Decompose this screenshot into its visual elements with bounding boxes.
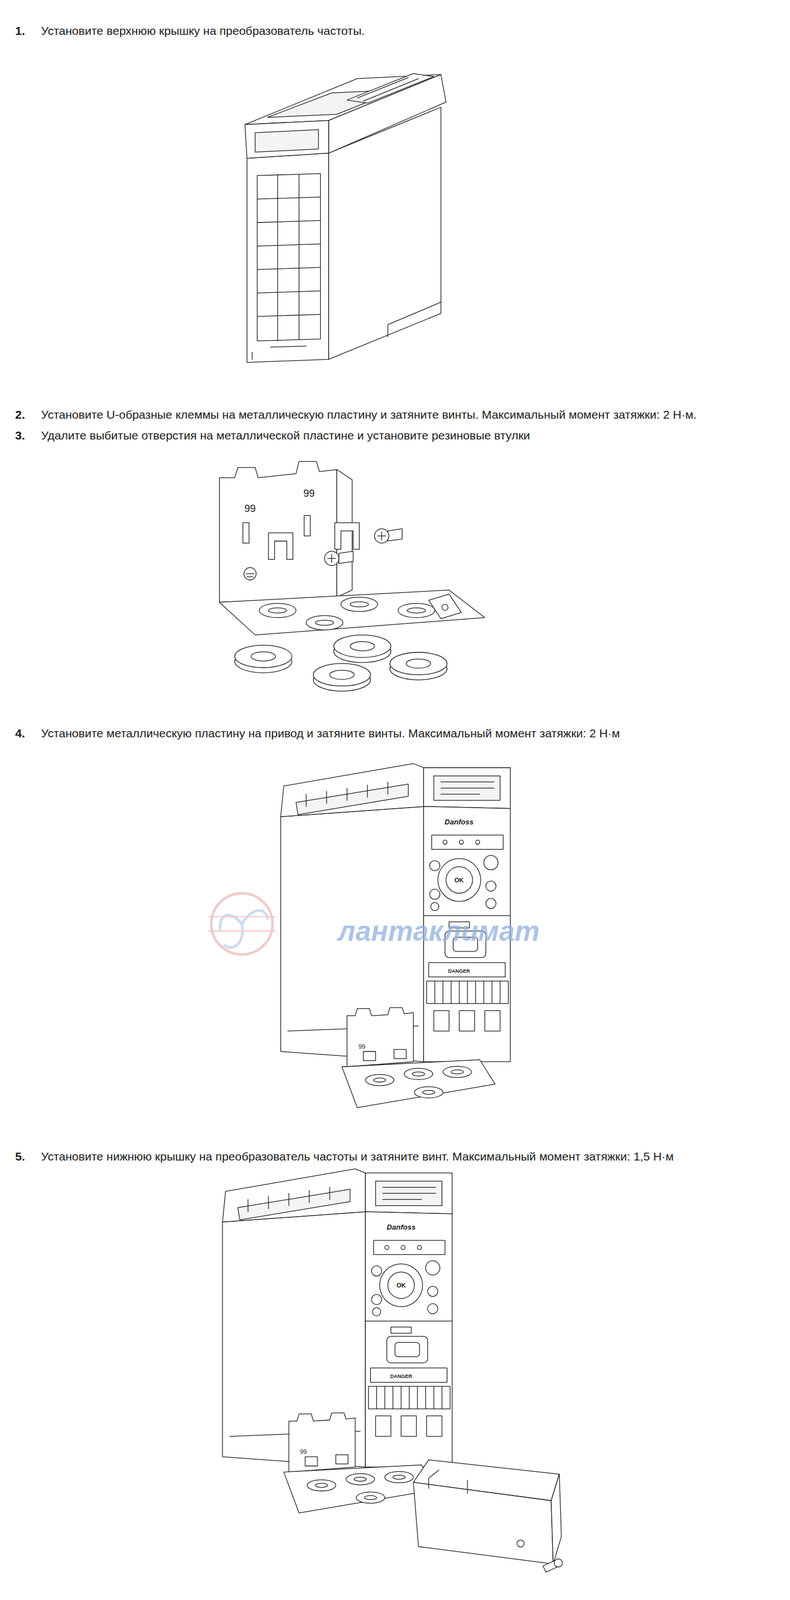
step-text: Удалите выбитые отверстия на металлическ…	[41, 428, 779, 443]
bottom-cover	[413, 1459, 563, 1573]
warning-label: DANGER	[388, 1373, 413, 1379]
step-text: Установите верхнюю крышку на преобразова…	[41, 23, 779, 39]
step-number: 5.	[15, 1149, 26, 1164]
warning-label: DANGER	[446, 968, 471, 974]
plate-with-clamps	[219, 461, 485, 692]
drive-top-cover	[244, 73, 447, 363]
plate-marking: 99	[298, 1448, 308, 1455]
brand-logo: Danfoss	[444, 818, 474, 826]
step-number: 2.	[15, 407, 26, 422]
step-number: 1.	[15, 23, 26, 39]
step-text: Установите металлическую пластину на при…	[41, 725, 779, 741]
step-number: 4.	[15, 725, 26, 741]
plate-marking: 99	[357, 1043, 367, 1050]
plate-marking: 99	[243, 503, 257, 514]
plate-marking: 99	[302, 488, 316, 499]
key-label: OK	[396, 1282, 407, 1289]
watermark-logo	[209, 892, 276, 955]
rubber-grommet	[234, 634, 448, 692]
step-text: Установите U-образные клеммы на металлич…	[41, 407, 779, 422]
brand-logo: Danfoss	[386, 1223, 416, 1231]
key-label: OK	[454, 877, 465, 884]
step-number: 3.	[15, 428, 26, 443]
step-text: Установите нижнюю крышку на преобразоват…	[41, 1149, 779, 1164]
watermark: лантаклимат	[338, 916, 540, 946]
